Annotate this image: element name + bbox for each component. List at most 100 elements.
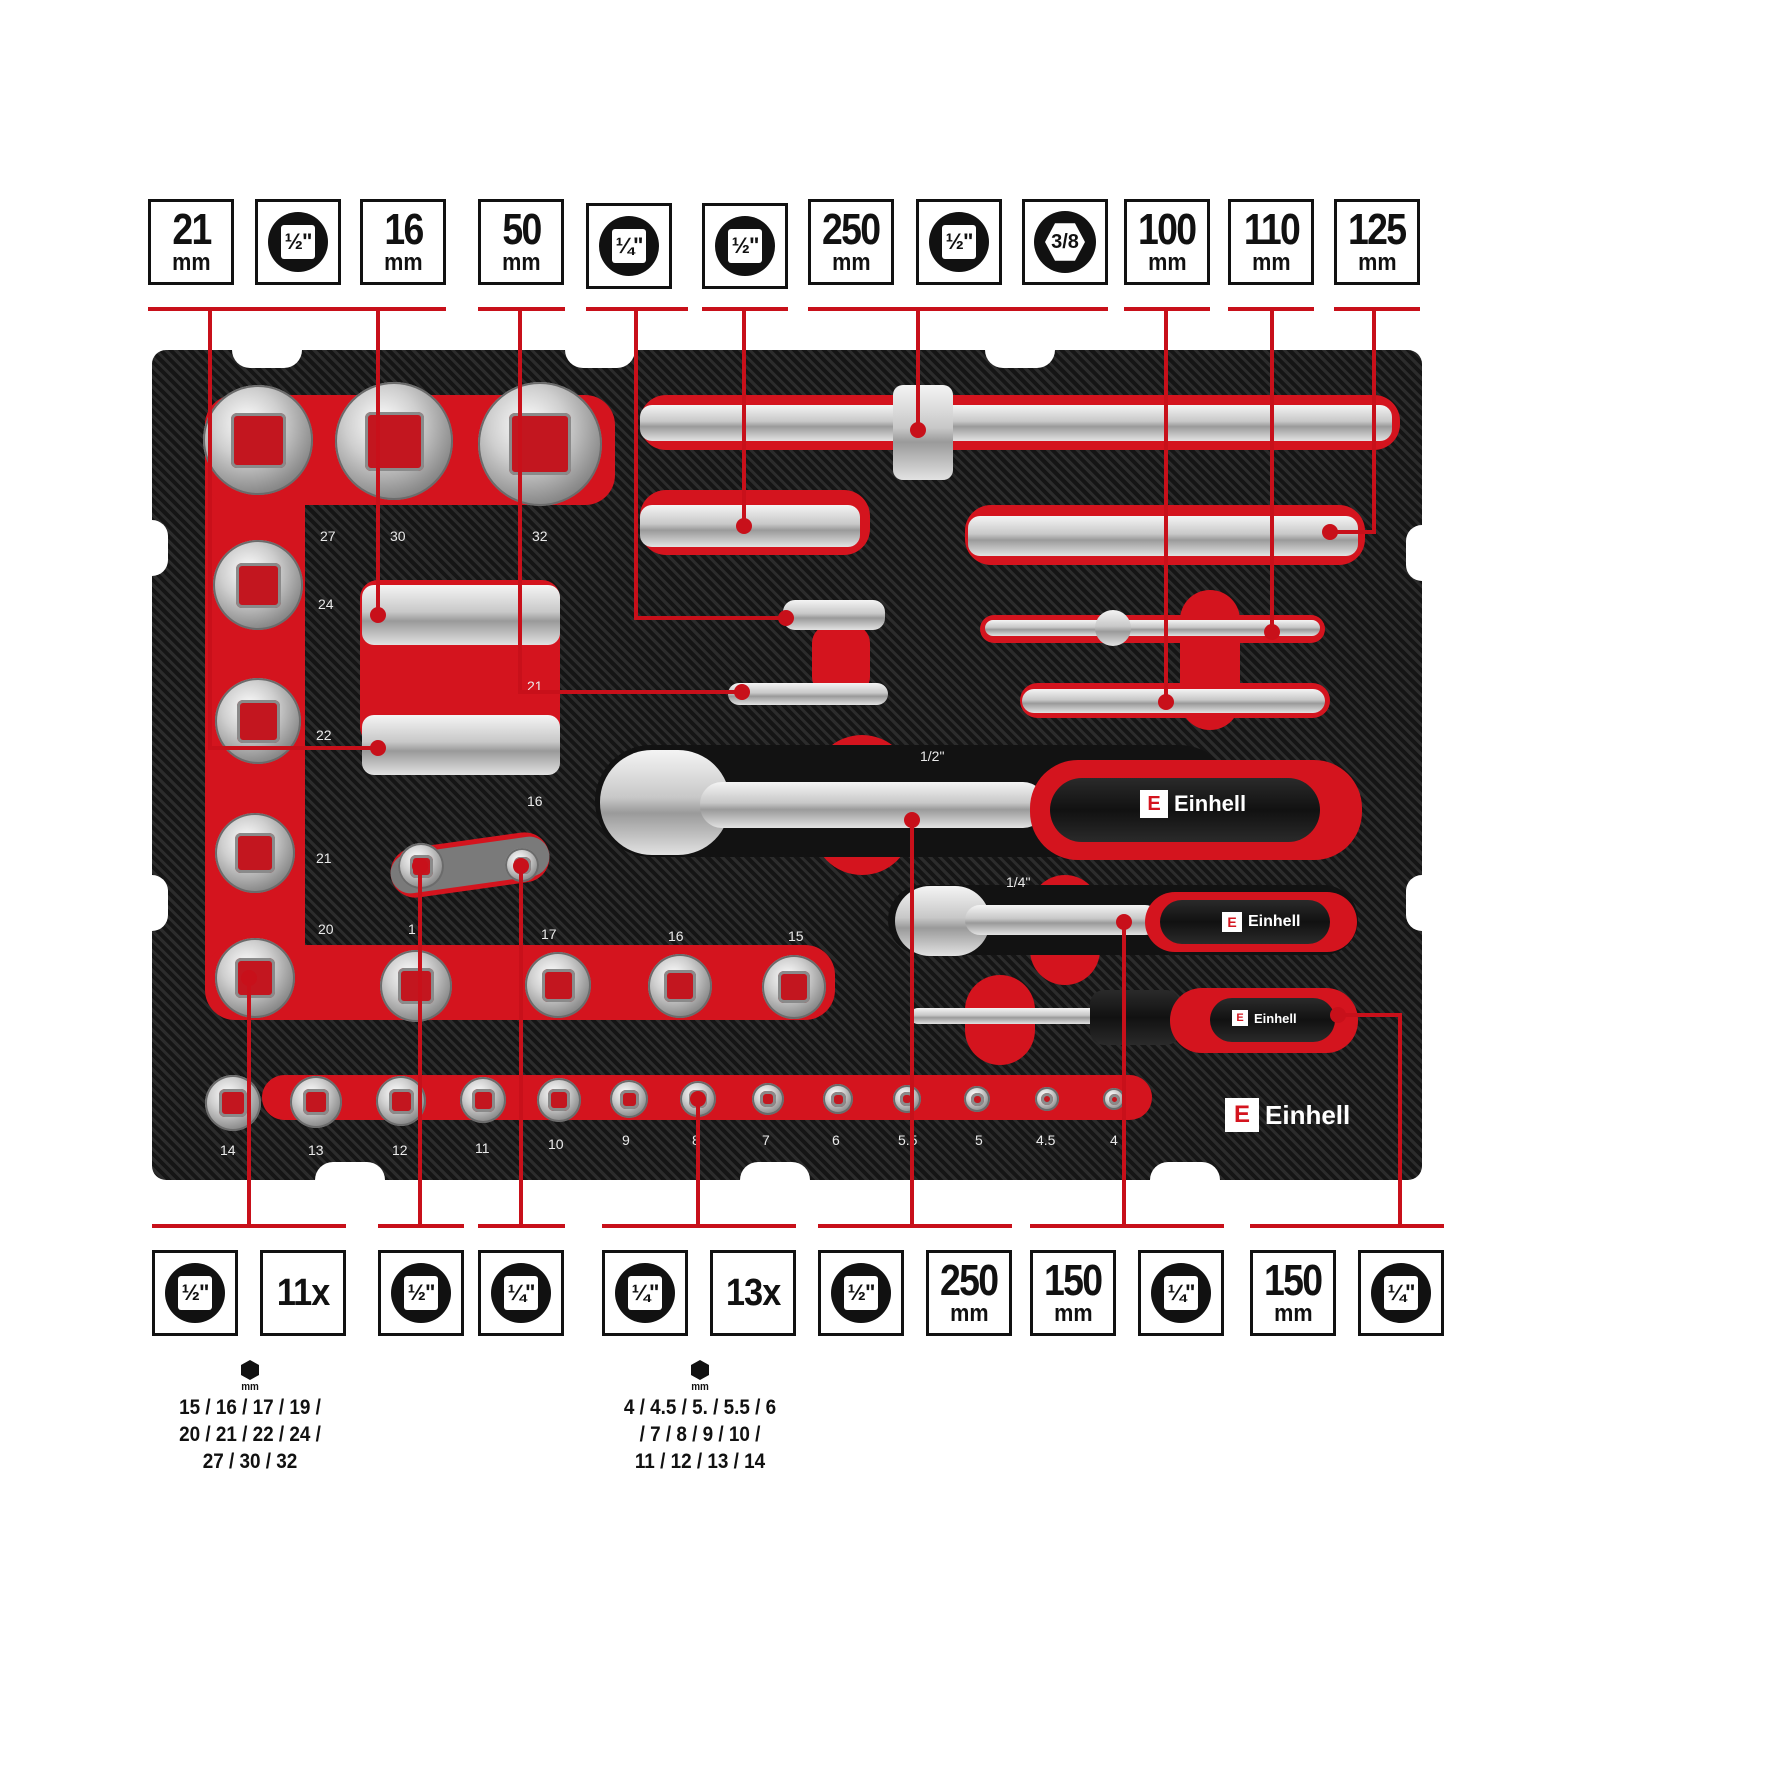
- tray-notch: [152, 875, 168, 931]
- tray-label: 21: [316, 850, 332, 866]
- spec-box-drive: ¼": [1138, 1250, 1224, 1336]
- drive-size: ½": [404, 1276, 438, 1310]
- spec-box-drive: ¼": [478, 1250, 564, 1336]
- spec-unit: mm: [949, 1300, 989, 1327]
- drive-size: ¼": [1384, 1276, 1418, 1310]
- tray-notch: [1150, 1162, 1220, 1180]
- sliding-bar-110mm: [985, 620, 1320, 636]
- brand-name: Einhell: [1174, 791, 1247, 816]
- drive-size: ½": [178, 1276, 212, 1310]
- deep-socket-16mm: [362, 715, 560, 775]
- spec-box-drive: ½": [702, 203, 788, 289]
- universal-joint-1-4: [783, 600, 885, 630]
- brand-mark-small-ratchet: E Einhell: [1222, 912, 1300, 932]
- spec-value: 110: [1243, 205, 1300, 254]
- tray-notch: [1406, 525, 1422, 581]
- brand-name: Einhell: [1265, 1099, 1351, 1130]
- size-line: 15 / 16 / 17 / 19 /: [179, 1396, 321, 1419]
- drive-size: ½": [728, 229, 762, 263]
- spec-unit: mm: [1053, 1300, 1093, 1327]
- spec-value: 21: [171, 205, 212, 254]
- hex-icon: [691, 1360, 709, 1380]
- brand-mark-screwdriver: E Einhell: [1232, 1010, 1297, 1026]
- socket-4-5mm: [1035, 1087, 1059, 1111]
- square-drive-icon: ½": [715, 216, 775, 276]
- tray-label: 20: [318, 921, 334, 937]
- socket-6mm: [823, 1084, 853, 1114]
- square-drive-icon: ½": [929, 212, 989, 272]
- brand-name: Einhell: [1248, 913, 1301, 930]
- tray-notch: [315, 1162, 385, 1180]
- hex-size: 3/8: [1045, 223, 1085, 261]
- size-line: 4 / 4.5 / 5. / 5.5 / 6: [623, 1396, 777, 1419]
- tray-label: 5: [975, 1132, 983, 1148]
- brand-logo-icon: E: [1140, 790, 1168, 818]
- spec-unit: mm: [383, 249, 423, 276]
- spec-box-drive: ¼": [602, 1250, 688, 1336]
- brand-logo-icon: E: [1225, 1098, 1259, 1132]
- spec-box-150mm: 150 mm: [1030, 1250, 1116, 1336]
- socket-4mm: [1103, 1088, 1125, 1110]
- spec-value: 16: [383, 205, 424, 254]
- spec-unit: mm: [1147, 249, 1187, 276]
- tray-label: 10: [548, 1136, 564, 1152]
- socket-7mm: [752, 1083, 784, 1115]
- tray-label: 12: [392, 1142, 408, 1158]
- spec-box-drive: ½": [818, 1250, 904, 1336]
- spec-box-drive: ½": [152, 1250, 238, 1336]
- socket-17mm: [525, 952, 591, 1018]
- spec-box-100mm: 100 mm: [1124, 199, 1210, 285]
- socket-15mm: [762, 955, 826, 1019]
- socket-10mm: [537, 1078, 581, 1122]
- size-line: / 7 / 8 / 9 / 10 /: [639, 1423, 761, 1446]
- spec-value: 150: [1264, 1256, 1323, 1305]
- brand-logo-icon: E: [1232, 1010, 1248, 1026]
- size-line: 11 / 12 / 13 / 14: [634, 1450, 766, 1473]
- size-list-left: mm 15 / 16 / 17 / 19 / 20 / 21 / 22 / 24…: [160, 1360, 340, 1475]
- size-unit: mm: [691, 1381, 709, 1393]
- tray-notch: [152, 520, 168, 576]
- tray-label: 13: [308, 1142, 324, 1158]
- tray-label: 22: [316, 727, 332, 743]
- t-bar-250mm: [640, 405, 1392, 441]
- drive-size: ½": [844, 1276, 878, 1310]
- square-drive-icon: ¼": [491, 1263, 551, 1323]
- size-line: 27 / 30 / 32: [202, 1450, 298, 1473]
- spec-box-16mm: 16 mm: [360, 199, 446, 285]
- tray-notch: [232, 350, 302, 368]
- hex-icon: [241, 1360, 259, 1380]
- spec-value: 250: [940, 1256, 999, 1305]
- size-line: 20 / 21 / 22 / 24 /: [179, 1423, 321, 1446]
- spec-box-drive: ½": [255, 199, 341, 285]
- screwdriver-collar: [1090, 990, 1180, 1045]
- screwdriver-grip: [1210, 998, 1335, 1042]
- spec-value: 150: [1044, 1256, 1103, 1305]
- spec-unit: mm: [1273, 1300, 1313, 1327]
- spec-box-110mm: 110 mm: [1228, 199, 1314, 285]
- drive-size: ¼": [1164, 1276, 1198, 1310]
- size-unit: mm: [241, 1381, 259, 1393]
- spec-box-hex: 3/8: [1022, 199, 1108, 285]
- tray-label: 24: [318, 596, 334, 612]
- spec-count: 13x: [725, 1271, 781, 1314]
- socket-16mm: [648, 954, 712, 1018]
- tray-label: 1/2": [920, 748, 945, 764]
- spec-unit: mm: [501, 249, 541, 276]
- drive-size: ¼": [504, 1276, 538, 1310]
- tray-label: 17: [541, 926, 557, 942]
- spec-box-count: 13x: [710, 1250, 796, 1336]
- socket-13mm: [290, 1076, 342, 1128]
- screwdriver-shaft: [910, 1008, 1100, 1024]
- tray-label: 16: [527, 793, 543, 809]
- brand-logo-icon: E: [1222, 912, 1242, 932]
- tray-label: 1: [408, 921, 416, 937]
- brand-mark-ratchet: E Einhell: [1140, 790, 1246, 818]
- spec-box-count: 11x: [260, 1250, 346, 1336]
- spec-box-150mm: 150 mm: [1250, 1250, 1336, 1336]
- square-drive-icon: ¼": [1151, 1263, 1211, 1323]
- spec-box-250mm: 250 mm: [926, 1250, 1012, 1336]
- tray-notch: [1406, 875, 1422, 931]
- socket-12mm: [376, 1076, 426, 1126]
- ratchet-grip-1-2: [1050, 778, 1320, 842]
- spec-box-125mm: 125 mm: [1334, 199, 1420, 285]
